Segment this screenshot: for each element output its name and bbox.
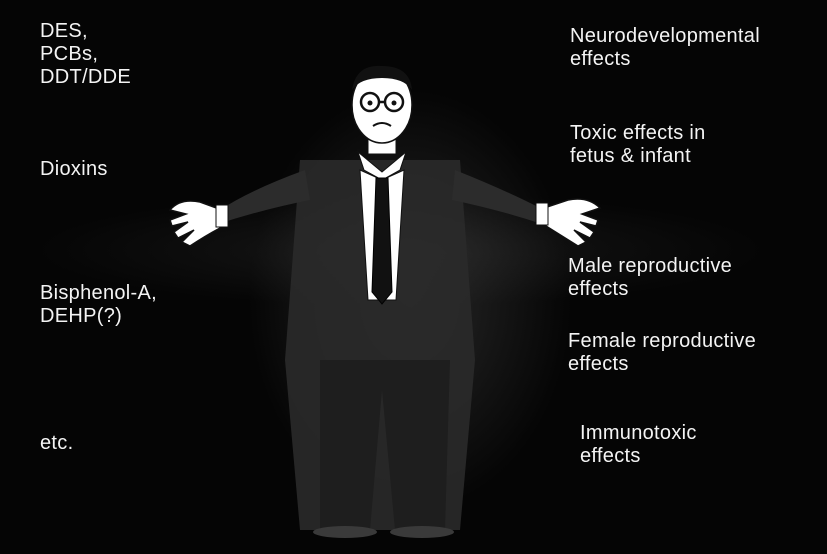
chemical-group-des-pcbs-ddt: DES, PCBs, DDT/DDE: [40, 20, 131, 89]
right-cuff: [536, 203, 548, 225]
right-hand-icon: [544, 199, 600, 246]
label-line: PCBs,: [40, 43, 131, 66]
left-cuff: [216, 205, 228, 227]
right-arm: [452, 170, 545, 225]
label-line: DES,: [40, 20, 131, 43]
necktie: [372, 178, 392, 304]
right-eye: [392, 101, 397, 106]
chemical-group-bisphenol-dehp: Bisphenol-A, DEHP(?): [40, 282, 157, 328]
left-eye: [368, 101, 373, 106]
shrugging-man-illustration: [160, 60, 610, 540]
left-shoe: [313, 526, 377, 538]
left-hand-icon: [170, 201, 222, 246]
chemical-group-dioxins: Dioxins: [40, 158, 108, 181]
chemical-group-etc: etc.: [40, 432, 73, 455]
label-line: etc.: [40, 432, 73, 455]
label-line: DDT/DDE: [40, 66, 131, 89]
label-line: Dioxins: [40, 158, 108, 181]
right-shoe: [390, 526, 454, 538]
label-line: Bisphenol-A,: [40, 282, 157, 305]
label-line: Neurodevelopmental: [570, 25, 760, 48]
label-line: DEHP(?): [40, 305, 157, 328]
